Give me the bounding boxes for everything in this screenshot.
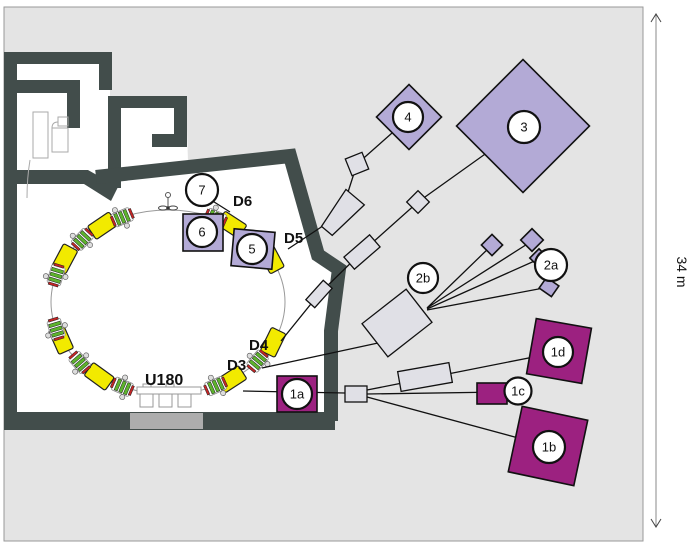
label-d6: D6 <box>233 193 252 210</box>
quadrupole-cluster <box>109 207 135 229</box>
ring-magnets <box>42 204 287 400</box>
wall-maze-room-bottom <box>17 170 88 184</box>
wall-maze-h2 <box>17 80 80 93</box>
station-5-circle <box>235 232 269 266</box>
magnet-box <box>343 233 381 271</box>
shielding-walls <box>4 52 347 430</box>
station-7-circle <box>184 172 220 208</box>
wall-maze-hook <box>99 64 112 90</box>
maze-equipment <box>26 111 69 199</box>
quadrupole-cluster <box>246 349 271 374</box>
station-7-label: 7 <box>198 183 205 198</box>
station-1a-circle <box>280 377 314 411</box>
station-1c-label: 1c <box>511 384 525 399</box>
station-2b-circle <box>406 261 440 295</box>
station-4-circle <box>391 100 425 134</box>
switchyard-box-1 <box>344 385 368 403</box>
label-u180: U180 <box>145 372 183 389</box>
wall-top <box>4 52 112 64</box>
magnet-box <box>344 151 370 177</box>
dimension-label: 34 m <box>674 256 690 287</box>
magnet-diamond <box>405 189 431 215</box>
station-1d-circle <box>541 335 575 369</box>
station-6-circle <box>185 215 219 249</box>
vault-interior <box>4 52 339 428</box>
beamline-to-4 <box>287 117 410 250</box>
beamline-to-1d <box>366 351 560 391</box>
u180-injector <box>136 383 202 408</box>
beam-transport-elements <box>304 151 454 403</box>
station-5-label: 5 <box>248 242 255 257</box>
label-d5: D5 <box>284 230 303 247</box>
station-1c-hall <box>476 382 508 405</box>
wall-vault-right <box>95 148 347 421</box>
diamond-target <box>480 233 504 257</box>
switching-magnet-2b <box>361 288 433 358</box>
magnet-box <box>396 361 454 393</box>
wall-left <box>4 52 17 424</box>
rf-cavity-icon <box>158 192 178 211</box>
beamline-fan-2 <box>426 240 550 311</box>
quadrupole-cluster <box>203 374 229 397</box>
station-4-label: 4 <box>404 110 411 125</box>
arrowhead-up-icon <box>650 13 662 23</box>
dipole-magnet <box>260 327 287 358</box>
quadrupole-cluster <box>69 227 94 252</box>
station-2a-label: 2a <box>544 258 559 273</box>
diamond-target <box>519 227 545 253</box>
wall-maze-vmid <box>108 96 121 188</box>
arrowhead-down-icon <box>650 518 662 528</box>
station-1b-circle <box>531 429 567 465</box>
quadrupole-cluster <box>109 374 135 400</box>
station-1c-circle <box>503 376 533 406</box>
station-2a-circle <box>533 247 569 283</box>
station-3-circle <box>506 109 542 145</box>
wall-maze-v2 <box>67 93 80 128</box>
station-1a-label: 1a <box>290 387 305 402</box>
beamline-to-2b <box>261 342 379 369</box>
exit-labels: D6 D5 D4 D3 U180 <box>145 193 303 389</box>
wall-maze-diagonal <box>84 170 118 201</box>
station-badges: 7 6 5 4 3 2b 2a 1a 1d 1c 1b <box>184 100 575 465</box>
label-d3: D3 <box>227 357 246 374</box>
quadrupole-cluster <box>45 316 68 342</box>
dimension-34m: 34 m <box>650 13 690 528</box>
station-6-label: 6 <box>198 225 205 240</box>
magnet-box <box>304 279 334 309</box>
station-2b-label: 2b <box>416 271 430 286</box>
station-3-label: 3 <box>520 120 527 135</box>
quadrupole-cluster <box>42 262 69 288</box>
vault-door <box>130 413 203 429</box>
wall-maze-hmid <box>152 134 187 147</box>
station-1d-label: 1d <box>551 345 565 360</box>
station-1b-label: 1b <box>542 440 556 455</box>
quadrupole-cluster <box>68 350 92 375</box>
wall-maze-htop2 <box>121 96 187 108</box>
collimator-horn <box>320 188 366 237</box>
label-d4: D4 <box>249 337 269 354</box>
